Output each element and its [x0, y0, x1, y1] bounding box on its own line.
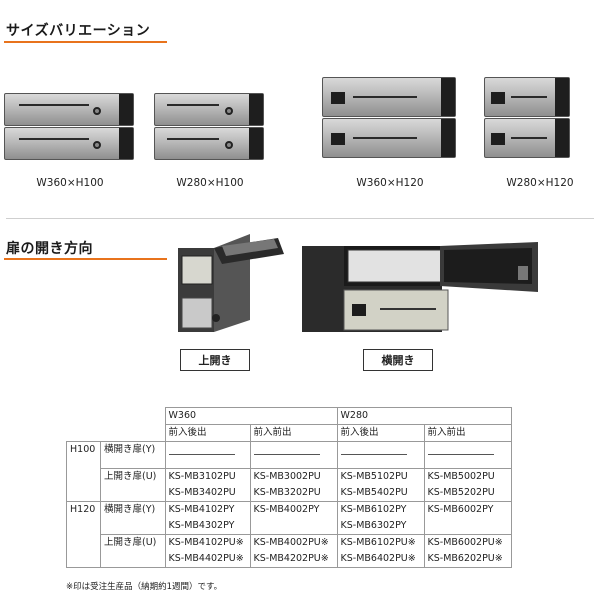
- empty-cell-line: [253, 442, 320, 455]
- model-number: KS-MB5102PU: [340, 471, 408, 482]
- empty-cell-line: [427, 442, 494, 455]
- model-number: KS-MB5402PU: [340, 487, 408, 498]
- table-row: 上開き扉(U) KS-MB4102PU※ KS-MB4402PU※ KS-MB40…: [66, 534, 512, 568]
- flow-header: 前入後出: [164, 424, 250, 442]
- door-type: 横開き扉(Y): [100, 501, 165, 535]
- model-number: KS-MB4302PY: [168, 520, 235, 531]
- table-header-row: W360 W280: [67, 407, 512, 425]
- model-number: KS-MB5202PU: [427, 487, 495, 498]
- section-divider: [6, 218, 594, 219]
- model-number: KS-MB6002PY: [427, 504, 494, 515]
- section-underline: [4, 258, 167, 260]
- model-table: W360 W280 前入後出 前入前出 前入後出 前入前出 H100 横開き扉(…: [66, 407, 512, 568]
- model-number: KS-MB6102PU※: [340, 537, 416, 548]
- mailbox-image-w360-h100: [4, 93, 134, 161]
- model-number: KS-MB5002PU: [427, 471, 495, 482]
- model-number: KS-MB3102PU: [168, 471, 236, 482]
- opening-label-up: 上開き: [180, 349, 250, 371]
- door-type: 上開き扉(U): [100, 534, 165, 568]
- section-title-door-opening: 扉の開き方向: [6, 241, 93, 257]
- mailbox-image-w280-h100: [154, 93, 264, 161]
- section-title-size-variation: サイズバリエーション: [6, 23, 151, 39]
- size-caption: W360×H120: [356, 177, 424, 189]
- footnote: ※印は受注生産品（納期約1週間）です。: [66, 582, 223, 592]
- table-row: 上開き扉(U) KS-MB3102PU KS-MB3402PU KS-MB3002…: [66, 468, 512, 502]
- size-caption: W280×H100: [176, 177, 244, 189]
- model-number: KS-MB6302PY: [340, 520, 407, 531]
- size-caption: W360×H100: [36, 177, 104, 189]
- model-number: KS-MB4202PU※: [253, 553, 329, 564]
- door-type: 横開き扉(Y): [100, 441, 165, 469]
- model-number: KS-MB4102PY: [168, 504, 235, 515]
- empty-cell-line: [168, 442, 235, 455]
- side-opening-mailbox-image: [302, 242, 538, 332]
- model-number: KS-MB3202PU: [253, 487, 321, 498]
- model-number: KS-MB4002PY: [253, 504, 320, 515]
- width-header: W280: [336, 407, 512, 425]
- mailbox-image-w360-h120: [322, 77, 456, 159]
- size-caption: W280×H120: [506, 177, 574, 189]
- section-underline: [4, 41, 167, 43]
- model-number: KS-MB3002PU: [253, 471, 321, 482]
- model-number: KS-MB6202PU※: [427, 553, 503, 564]
- width-header: W360: [164, 407, 337, 425]
- flow-header: 前入前出: [423, 424, 512, 442]
- door-type: 上開き扉(U): [100, 468, 165, 502]
- mailbox-image-w280-h120: [484, 77, 570, 159]
- table-row: H120 横開き扉(Y) KS-MB4102PY KS-MB4302PY KS-M…: [66, 501, 512, 535]
- model-number: KS-MB4102PU※: [168, 537, 244, 548]
- model-number: KS-MB6102PY: [340, 504, 407, 515]
- height-label: H100: [66, 441, 101, 469]
- empty-cell-line: [340, 442, 407, 455]
- model-number: KS-MB6402PU※: [340, 553, 416, 564]
- flow-header: 前入前出: [249, 424, 337, 442]
- height-label: H120: [66, 501, 101, 535]
- table-row: H100 横開き扉(Y): [66, 441, 512, 469]
- model-number: KS-MB3402PU: [168, 487, 236, 498]
- model-number: KS-MB4402PU※: [168, 553, 244, 564]
- model-number: KS-MB6002PU※: [427, 537, 503, 548]
- model-number: KS-MB4002PU※: [253, 537, 329, 548]
- flow-header: 前入後出: [336, 424, 424, 442]
- table-subheader-row: 前入後出 前入前出 前入後出 前入前出: [67, 424, 512, 442]
- opening-label-side: 横開き: [363, 349, 433, 371]
- up-opening-mailbox-image: [178, 234, 284, 332]
